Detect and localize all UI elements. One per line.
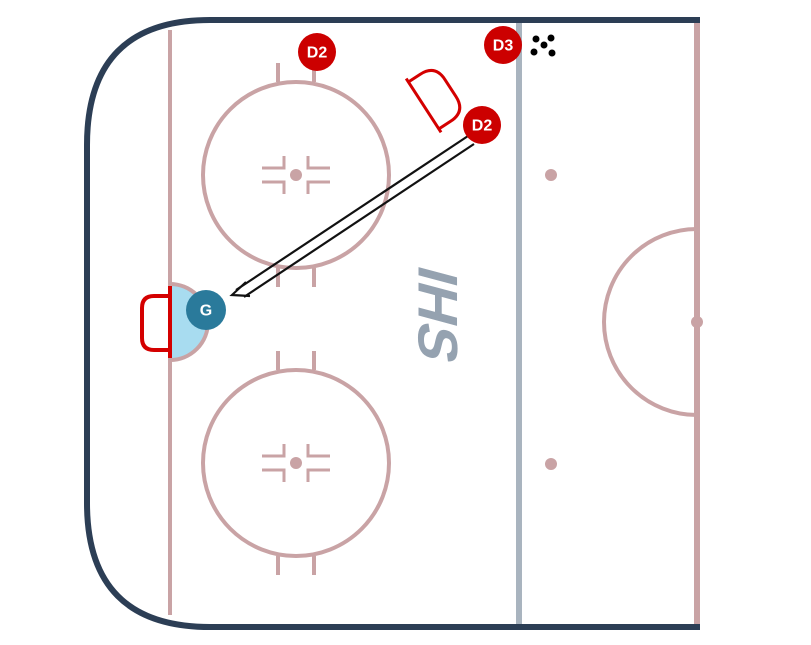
puck-cluster-icon: [530, 34, 556, 57]
player-d2-passer[interactable]: D2: [463, 106, 501, 144]
net-icon: [404, 68, 462, 134]
svg-text:IHS: IHS: [406, 260, 469, 370]
rink-boards: [84, 17, 700, 630]
player-goalie[interactable]: G: [186, 290, 226, 330]
faceoff-dot-bottom: [290, 457, 302, 469]
pass-arrow: [229, 135, 475, 298]
svg-text:G: G: [200, 303, 212, 320]
faceoff-circle-top: [201, 63, 391, 287]
center-faceoff-circle: [602, 227, 698, 417]
neutral-dot-top: [545, 169, 557, 181]
net-icon: [140, 294, 170, 352]
faceoff-dot-top: [290, 169, 302, 181]
svg-text:D3: D3: [493, 38, 514, 55]
center-dot: [691, 316, 703, 328]
player-d2-top[interactable]: D2: [298, 33, 336, 71]
svg-text:D2: D2: [472, 118, 493, 135]
neutral-dot-bottom: [545, 458, 557, 470]
faceoff-circle-bottom: [201, 351, 391, 575]
player-d3[interactable]: D3: [484, 26, 522, 64]
ihs-logo: IHS: [406, 260, 469, 370]
svg-text:D2: D2: [307, 45, 328, 62]
